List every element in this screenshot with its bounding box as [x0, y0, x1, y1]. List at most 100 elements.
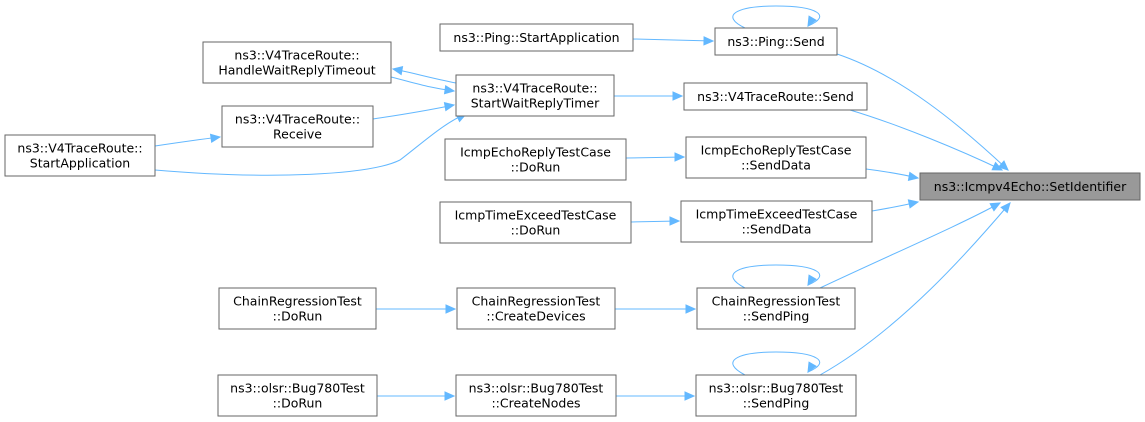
- node-v4send[interactable]: ns3::V4TraceRoute::Send: [683, 82, 868, 111]
- edge-line: [154, 136, 221, 147]
- node-chain-create[interactable]: ChainRegressionTest::CreateDevices: [456, 287, 616, 330]
- edge-v4recv-to-swrt: [372, 101, 456, 120]
- edge-line: [836, 53, 1009, 171]
- arrowhead: [989, 202, 1002, 212]
- node-label: ns3::V4TraceRoute::Send: [697, 89, 854, 104]
- node-ping-send[interactable]: ns3::Ping::Send: [714, 27, 838, 56]
- edge-line: [732, 264, 821, 289]
- edge-line: [732, 5, 821, 29]
- node-echo-run[interactable]: IcmpEchoReplyTestCase::DoRun: [444, 138, 627, 181]
- node-box[interactable]: [696, 287, 856, 330]
- node-label: ::SendData: [742, 222, 812, 237]
- node-label: IcmpEchoReplyTestCase: [460, 145, 611, 160]
- arrowhead: [807, 361, 817, 374]
- node-setid[interactable]: ns3::Icmpv4Echo::SetIdentifier: [919, 172, 1141, 201]
- arrowhead: [685, 304, 697, 314]
- node-label: IcmpTimeExceedTestCase: [455, 208, 617, 223]
- arrowhead: [907, 199, 920, 209]
- node-box[interactable]: [919, 172, 1141, 201]
- arrowhead: [807, 15, 817, 28]
- node-box[interactable]: [444, 138, 627, 181]
- node-bug-run[interactable]: ns3::olsr::Bug780Test::DoRun: [217, 374, 378, 417]
- edge-hwrt-to-swrt: [390, 76, 456, 95]
- node-box[interactable]: [455, 374, 617, 417]
- node-label: ::SendPing: [743, 309, 810, 324]
- node-hwrt[interactable]: ns3::V4TraceRoute::HandleWaitReplyTimeou…: [202, 41, 392, 84]
- edge-chain_ping-to-chain_ping: [732, 264, 821, 289]
- node-box[interactable]: [685, 136, 867, 179]
- node-label: Receive: [273, 127, 322, 142]
- edge-line: [819, 202, 1011, 376]
- node-label: ns3::V4TraceRoute::: [234, 48, 359, 63]
- node-box[interactable]: [217, 374, 378, 417]
- node-box[interactable]: [683, 82, 868, 111]
- node-box[interactable]: [456, 287, 616, 330]
- node-ping-start[interactable]: ns3::Ping::StartApplication: [439, 23, 634, 52]
- node-box[interactable]: [218, 287, 377, 330]
- edge-te_run-to-te_send: [630, 216, 681, 226]
- node-box[interactable]: [221, 105, 374, 148]
- edge-bug_create-to-bug_ping: [616, 391, 696, 401]
- arrowhead: [807, 274, 817, 287]
- node-label: HandleWaitReplyTimeout: [218, 63, 375, 78]
- arrowhead: [209, 133, 222, 144]
- node-label: ns3::Icmpv4Echo::SetIdentifier: [934, 179, 1127, 194]
- edge-te_send-to-setid: [871, 199, 920, 212]
- node-label: ns3::Ping::Send: [727, 34, 824, 49]
- arrowhead: [1000, 202, 1011, 214]
- arrowhead: [703, 36, 715, 46]
- edge-bug_run-to-bug_create: [377, 391, 456, 401]
- node-echo-send[interactable]: IcmpEchoReplyTestCase::SendData: [685, 136, 867, 179]
- graph-nodes: ns3::Icmpv4Echo::SetIdentifier ns3::Ping:…: [4, 23, 1141, 417]
- node-te-run[interactable]: IcmpTimeExceedTestCase::DoRun: [439, 201, 632, 244]
- node-te-send[interactable]: IcmpTimeExceedTestCase::SendData: [680, 200, 873, 243]
- arrowhead: [991, 161, 1004, 171]
- node-box[interactable]: [455, 74, 615, 117]
- edge-swrt-to-v4send: [614, 91, 684, 101]
- edge-echo_run-to-echo_send: [625, 152, 686, 162]
- edge-swrt-to-hwrt: [391, 65, 457, 84]
- node-label: ns3::olsr::Bug780Test: [469, 381, 604, 396]
- node-box[interactable]: [695, 374, 857, 417]
- edge-line: [819, 202, 1001, 289]
- node-label: ::CreateNodes: [491, 396, 580, 411]
- edge-v4start-to-v4recv: [154, 133, 222, 147]
- node-label: ns3::olsr::Bug780Test: [230, 381, 365, 396]
- node-box[interactable]: [4, 134, 156, 177]
- node-label: ::DoRun: [511, 160, 561, 175]
- arrowhead: [907, 171, 920, 182]
- node-label: ns3::Ping::StartApplication: [453, 30, 619, 45]
- arrowhead: [444, 391, 456, 401]
- edge-chain_ping-to-setid: [819, 202, 1002, 289]
- node-swrt[interactable]: ns3::V4TraceRoute::StartWaitReplyTimer: [455, 74, 615, 117]
- node-box[interactable]: [439, 201, 632, 244]
- edge-bug_ping-to-bug_ping: [732, 351, 821, 376]
- node-label: ns3::V4TraceRoute::: [17, 141, 142, 156]
- arrowhead: [669, 216, 681, 226]
- node-box[interactable]: [439, 23, 634, 52]
- arrowhead: [997, 160, 1009, 171]
- edge-ping_start-to-ping_send: [632, 36, 715, 46]
- node-chain-ping[interactable]: ChainRegressionTest::SendPing: [696, 287, 856, 330]
- arrowhead: [391, 65, 404, 76]
- edge-echo_send-to-setid: [865, 168, 920, 182]
- node-bug-create[interactable]: ns3::olsr::Bug780Test::CreateNodes: [455, 374, 617, 417]
- node-box[interactable]: [714, 27, 838, 56]
- edge-line: [154, 113, 467, 176]
- node-bug-ping[interactable]: ns3::olsr::Bug780Test::SendPing: [695, 374, 857, 417]
- node-label: ::DoRun: [273, 396, 323, 411]
- node-v4start[interactable]: ns3::V4TraceRoute::StartApplication: [4, 134, 156, 177]
- edge-line: [390, 76, 455, 92]
- node-chain-run[interactable]: ChainRegressionTest::DoRun: [218, 287, 377, 330]
- node-label: ns3::olsr::Bug780Test: [709, 381, 844, 396]
- edge-v4send-to-setid: [849, 109, 1004, 171]
- edge-ping_send-to-ping_send: [732, 5, 821, 29]
- node-v4recv[interactable]: ns3::V4TraceRoute::Receive: [221, 105, 374, 148]
- edge-line: [849, 109, 1003, 171]
- node-label: ::SendPing: [743, 396, 810, 411]
- node-box[interactable]: [680, 200, 873, 243]
- node-label: ::DoRun: [511, 223, 561, 238]
- node-label: ::CreateDevices: [486, 309, 585, 324]
- node-box[interactable]: [202, 41, 392, 84]
